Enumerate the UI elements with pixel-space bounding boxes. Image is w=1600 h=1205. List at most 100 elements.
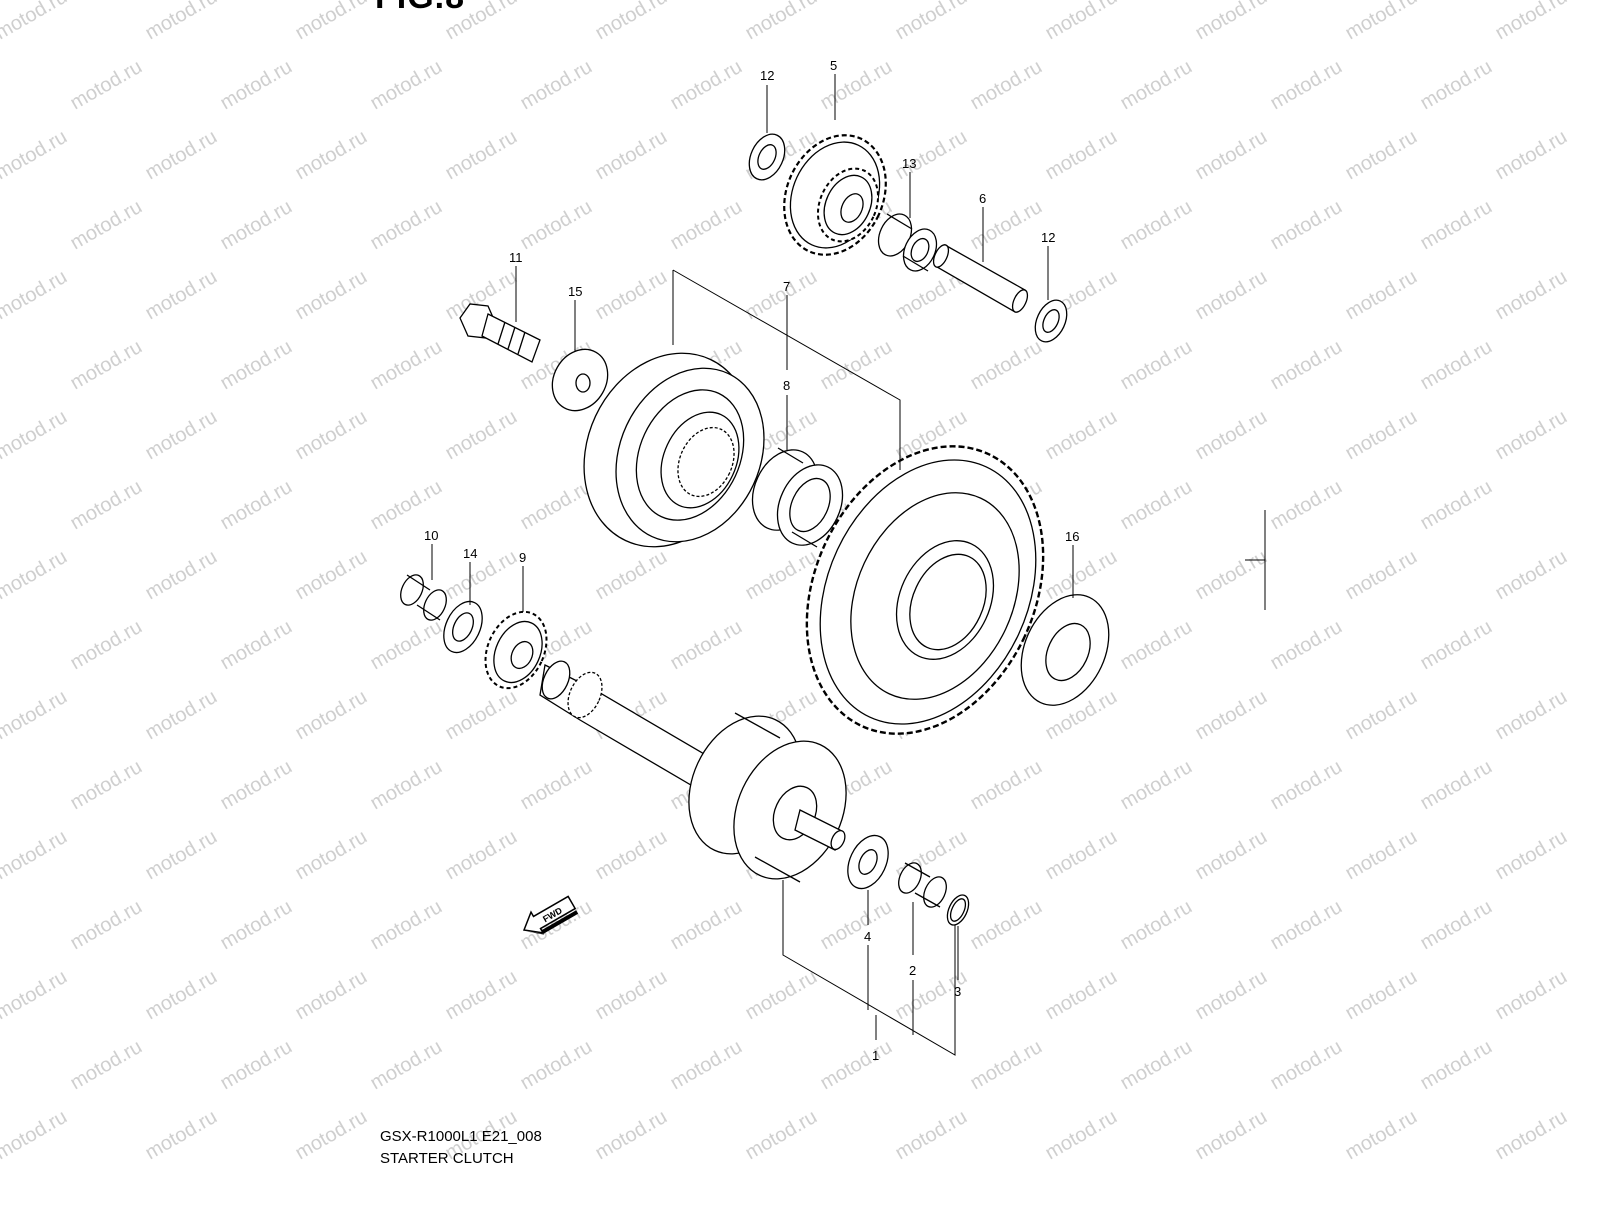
watermark-text: motod.ru [592,1106,671,1165]
watermark-text: motod.ru [367,896,446,955]
model-code: GSX-R1000L1 E21_008 [380,1128,542,1145]
watermark-text: motod.ru [1342,546,1421,605]
watermark-text: motod.ru [292,266,371,325]
watermark-text: motod.ru [217,476,296,535]
watermark-text: motod.ru [292,686,371,745]
watermark-text: motod.ru [667,56,746,115]
watermark-text: motod.ru [1492,546,1571,605]
watermark-text: motod.ru [142,546,221,605]
watermark-text: motod.ru [1042,406,1121,465]
callout-11: 11 [509,250,523,265]
watermark-text: motod.ru [517,56,596,115]
watermark-text: motod.ru [1117,56,1196,115]
watermark-text: motod.ru [742,0,821,44]
watermark-text: motod.ru [142,966,221,1025]
watermark-text: motod.ru [817,336,896,395]
watermark-text: motod.ru [367,616,446,675]
watermark-text: motod.ru [1042,0,1121,44]
watermark-text: motod.ru [0,0,71,44]
part-needle-bearing-8 [751,447,844,548]
callout-7: 7 [783,279,790,294]
watermark-text: motod.ru [1267,896,1346,955]
watermark-text: motod.ru [592,126,671,185]
watermark-text: motod.ru [1192,966,1271,1025]
watermark-text: motod.ru [67,196,146,255]
watermark-text: motod.ru [667,196,746,255]
watermark-text: motod.ru [1417,336,1496,395]
watermark-text: motod.ru [142,686,221,745]
watermark-text: motod.ru [1267,56,1346,115]
watermark-text: motod.ru [217,756,296,815]
watermark-text: motod.ru [142,1106,221,1165]
watermark-text: motod.ru [1492,1106,1571,1165]
watermark-text: motod.ru [292,546,371,605]
watermark-text: motod.ru [367,336,446,395]
watermark-text: motod.ru [1417,896,1496,955]
watermark-text: motod.ru [292,826,371,885]
watermark-text: motod.ru [67,756,146,815]
watermark-text: motod.ru [817,1036,896,1095]
watermark-text: motod.ru [142,126,221,185]
watermark-text: motod.ru [1417,476,1496,535]
watermark-text: motod.ru [0,686,71,745]
watermark-text: motod.ru [292,406,371,465]
watermark-text: motod.ru [1417,1036,1496,1095]
section-title: STARTER CLUTCH [380,1150,514,1167]
watermark-text: motod.ru [67,1036,146,1095]
watermark-text: motod.ru [1492,266,1571,325]
watermark-text: motod.ru [517,756,596,815]
watermark-text: motod.ru [367,756,446,815]
watermark-text: motod.ru [142,826,221,885]
watermark-text: motod.ru [1267,336,1346,395]
watermark-text: motod.ru [967,896,1046,955]
watermark-text: motod.ru [1492,0,1571,44]
part-gear-9 [484,610,548,690]
watermark-text: motod.ru [292,1106,371,1165]
watermark-text: motod.ru [517,196,596,255]
watermark-text: motod.ru [1417,616,1496,675]
part-gear-5 [783,134,887,256]
watermark-text: motod.ru [1342,406,1421,465]
part-shaft-6 [932,244,1029,313]
watermark-text: motod.ru [0,826,71,885]
watermark-text: motod.ru [142,266,221,325]
watermark-text: motod.ru [1192,126,1271,185]
fwd-arrow-icon: FWD [522,895,579,935]
watermark-text: motod.ru [592,826,671,885]
part-bushing-10 [400,574,447,621]
watermark-text: motod.ru [442,126,521,185]
callout-2: 2 [909,963,916,978]
watermark-text: motod.ru [1192,406,1271,465]
watermark-text: motod.ru [67,616,146,675]
watermark-text: motod.ru [67,336,146,395]
watermark-text: motod.ru [0,546,71,605]
watermark-text: motod.ru [1117,336,1196,395]
watermark-text: motod.ru [667,896,746,955]
callout-12-upper: 12 [760,68,774,83]
watermark-text: motod.ru [592,966,671,1025]
watermark-text: motod.ru [142,0,221,44]
watermark-text: motod.ru [0,406,71,465]
watermark-text: motod.ru [1042,126,1121,185]
callout-16: 16 [1065,529,1079,544]
watermark-text: motod.ru [1192,686,1271,745]
callout-3: 3 [954,984,961,999]
watermark-text: motod.ru [592,0,671,44]
watermark-text: motod.ru [1417,196,1496,255]
watermark-text: motod.ru [142,406,221,465]
watermark-text: motod.ru [592,546,671,605]
watermark-text: motod.ru [1192,826,1271,885]
watermark-text: motod.ru [967,756,1046,815]
callout-9: 9 [519,550,526,565]
watermark-text: motod.ru [1192,266,1271,325]
watermark-text: motod.ru [292,0,371,44]
watermark-layer: motod.ru motod.ru motod.ru motod.ru motod.ru… [0,0,1571,1164]
watermark-text: motod.ru [1117,1036,1196,1095]
watermark-text: motod.ru [0,1106,71,1165]
watermark-text: motod.ru [67,896,146,955]
callout-layer: 12 5 13 6 12 11 15 7 8 10 14 9 16 4 2 3 … [424,58,1079,1063]
watermark-text: motod.ru [1342,686,1421,745]
part-bushing-2 [898,862,947,908]
callout-15: 15 [568,284,582,299]
